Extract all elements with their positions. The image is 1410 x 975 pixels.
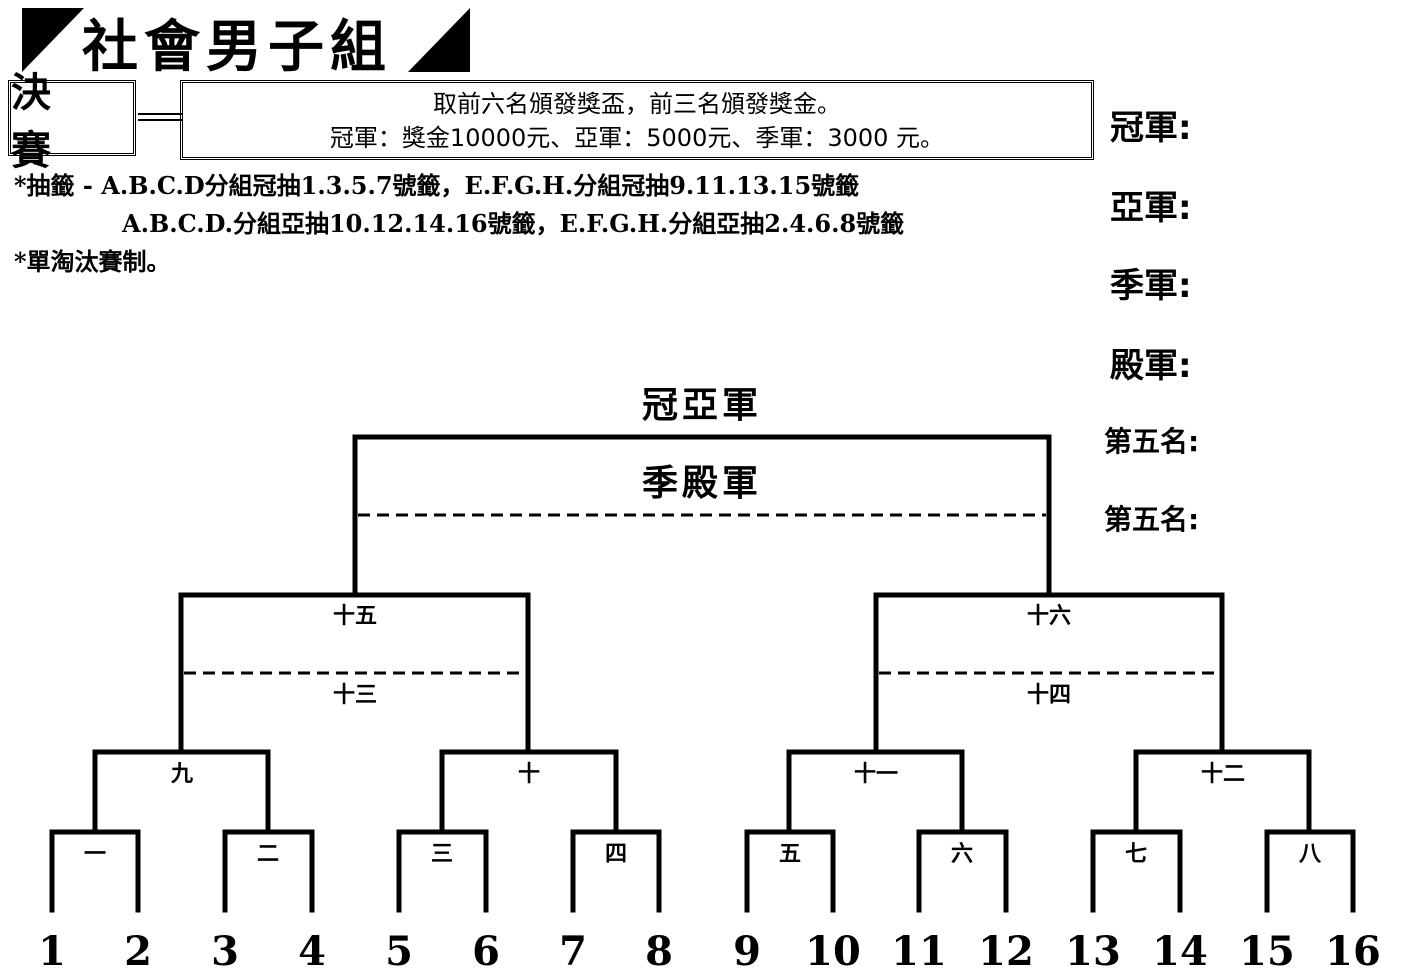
match-label-11: 十一 [853,762,899,787]
seed-6: 6 [472,928,500,975]
seed-14: 14 [1152,928,1208,975]
match-label-10: 十 [517,762,541,787]
match-label-16: 十六 [1026,604,1072,629]
draw-note-2: A.B.C.D.分組亞抽10.12.14.16號籤，E.F.G.H.分組亞抽2.… [122,209,905,238]
match-label-3: 三 [430,842,454,867]
prize-line-1: 取前六名頒發獎盃，前三名頒發獎金。 [433,90,841,118]
seed-1: 1 [38,928,66,975]
seed-12: 12 [978,928,1034,975]
seed-16: 16 [1325,928,1381,975]
title-left-triangle [22,8,84,72]
seed-3: 3 [211,928,239,975]
stage-connector [138,113,182,121]
match-label-6: 六 [950,842,974,867]
match-label-15: 十五 [332,604,378,629]
seed-13: 13 [1065,928,1121,975]
match-label-4: 四 [604,842,628,867]
rank-fifth-a: 第五名: [1104,425,1200,458]
prize-line-2: 冠軍：獎金10000元、亞軍：5000元、季軍：3000 元。 [329,124,945,152]
match-label-14: 十四 [1026,683,1072,708]
seed-5: 5 [385,928,413,975]
seed-7: 7 [559,928,587,975]
rank-third: 季軍: [1110,266,1192,306]
rank-fourth: 殿軍: [1110,346,1192,386]
seed-4: 4 [298,928,326,975]
match-label-1: 一 [83,842,107,867]
seed-2: 2 [124,928,152,975]
match-label-5: 五 [778,842,802,867]
seed-15: 15 [1239,928,1295,975]
rank-champion: 冠軍: [1110,108,1192,148]
final-label-championship: 冠亞軍 [641,385,763,426]
rank-runner-up: 亞軍: [1110,188,1192,228]
seed-9: 9 [733,928,761,975]
match-label-9: 九 [170,762,194,787]
prize-box: 取前六名頒發獎盃，前三名頒發獎金。 冠軍：獎金10000元、亞軍：5000元、季… [180,80,1094,160]
seed-11: 11 [891,928,947,975]
draw-note-1: *抽籤 - A.B.C.D分組冠抽1.3.5.7號籤，E.F.G.H.分組冠抽9… [14,171,860,200]
page-title: 社會男子組 [82,15,392,80]
match-label-12: 十二 [1200,762,1246,787]
match-label-8: 八 [1298,842,1322,867]
match-label-2: 二 [256,842,280,867]
seed-10: 10 [805,928,861,975]
format-note: *單淘汰賽制。 [14,247,171,276]
match-label-7: 七 [1124,842,1148,867]
rank-fifth-b: 第五名: [1104,503,1200,536]
bracket-final [352,434,1052,598]
final-label-third-place: 季殿軍 [641,463,763,504]
title-right-triangle [408,8,470,72]
match-label-13: 十三 [332,683,378,708]
title-banner [22,8,470,72]
seed-8: 8 [645,928,673,975]
